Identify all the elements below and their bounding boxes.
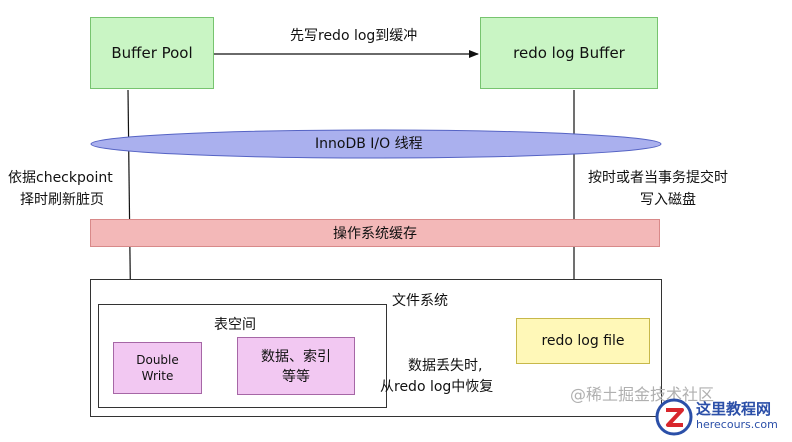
file-system-label: 文件系统: [392, 293, 448, 309]
double-write-label-line1: Double: [136, 353, 179, 367]
site-name-cn: 这里教程网: [696, 400, 772, 418]
edge-label-checkpoint-1: 依据checkpoint: [8, 170, 113, 186]
buffer-pool-node: Buffer Pool: [90, 17, 214, 89]
data-index-node: 数据、索引 等等: [237, 337, 355, 395]
os-cache-bar: 操作系统缓存: [90, 219, 660, 247]
edge-label-recover-1: 数据丢失时,: [408, 358, 483, 374]
edge-label-commit-1: 按时或者当事务提交时: [588, 170, 728, 186]
double-write-node: Double Write: [113, 342, 202, 394]
redo-log-file-node: redo log file: [516, 318, 650, 364]
buffer-pool-label: Buffer Pool: [111, 44, 193, 62]
edge-label-commit-2: 写入磁盘: [640, 192, 696, 208]
edge-label-write-redo: 先写redo log到缓冲: [290, 28, 418, 44]
edge-label-recover-2: 从redo log中恢复: [380, 379, 494, 395]
redo-log-file-label: redo log file: [541, 333, 625, 349]
redo-log-buffer-label: redo log Buffer: [513, 44, 625, 62]
redo-log-buffer-node: redo log Buffer: [480, 17, 658, 89]
innodb-io-label: InnoDB I/O 线程: [315, 136, 423, 152]
os-cache-label: 操作系统缓存: [333, 226, 417, 242]
site-name-en: herecours.com: [696, 418, 778, 431]
site-logo-icon: [655, 398, 693, 436]
tablespace-label: 表空间: [214, 317, 256, 333]
double-write-label-line2: Write: [141, 369, 174, 383]
edge-label-checkpoint-2: 择时刷新脏页: [20, 192, 104, 208]
site-logo: 这里教程网 herecours.com: [655, 398, 778, 436]
data-index-label-line1: 数据、索引: [261, 349, 331, 365]
data-index-label-line2: 等等: [282, 369, 310, 385]
innodb-io-ellipse: [90, 129, 662, 159]
